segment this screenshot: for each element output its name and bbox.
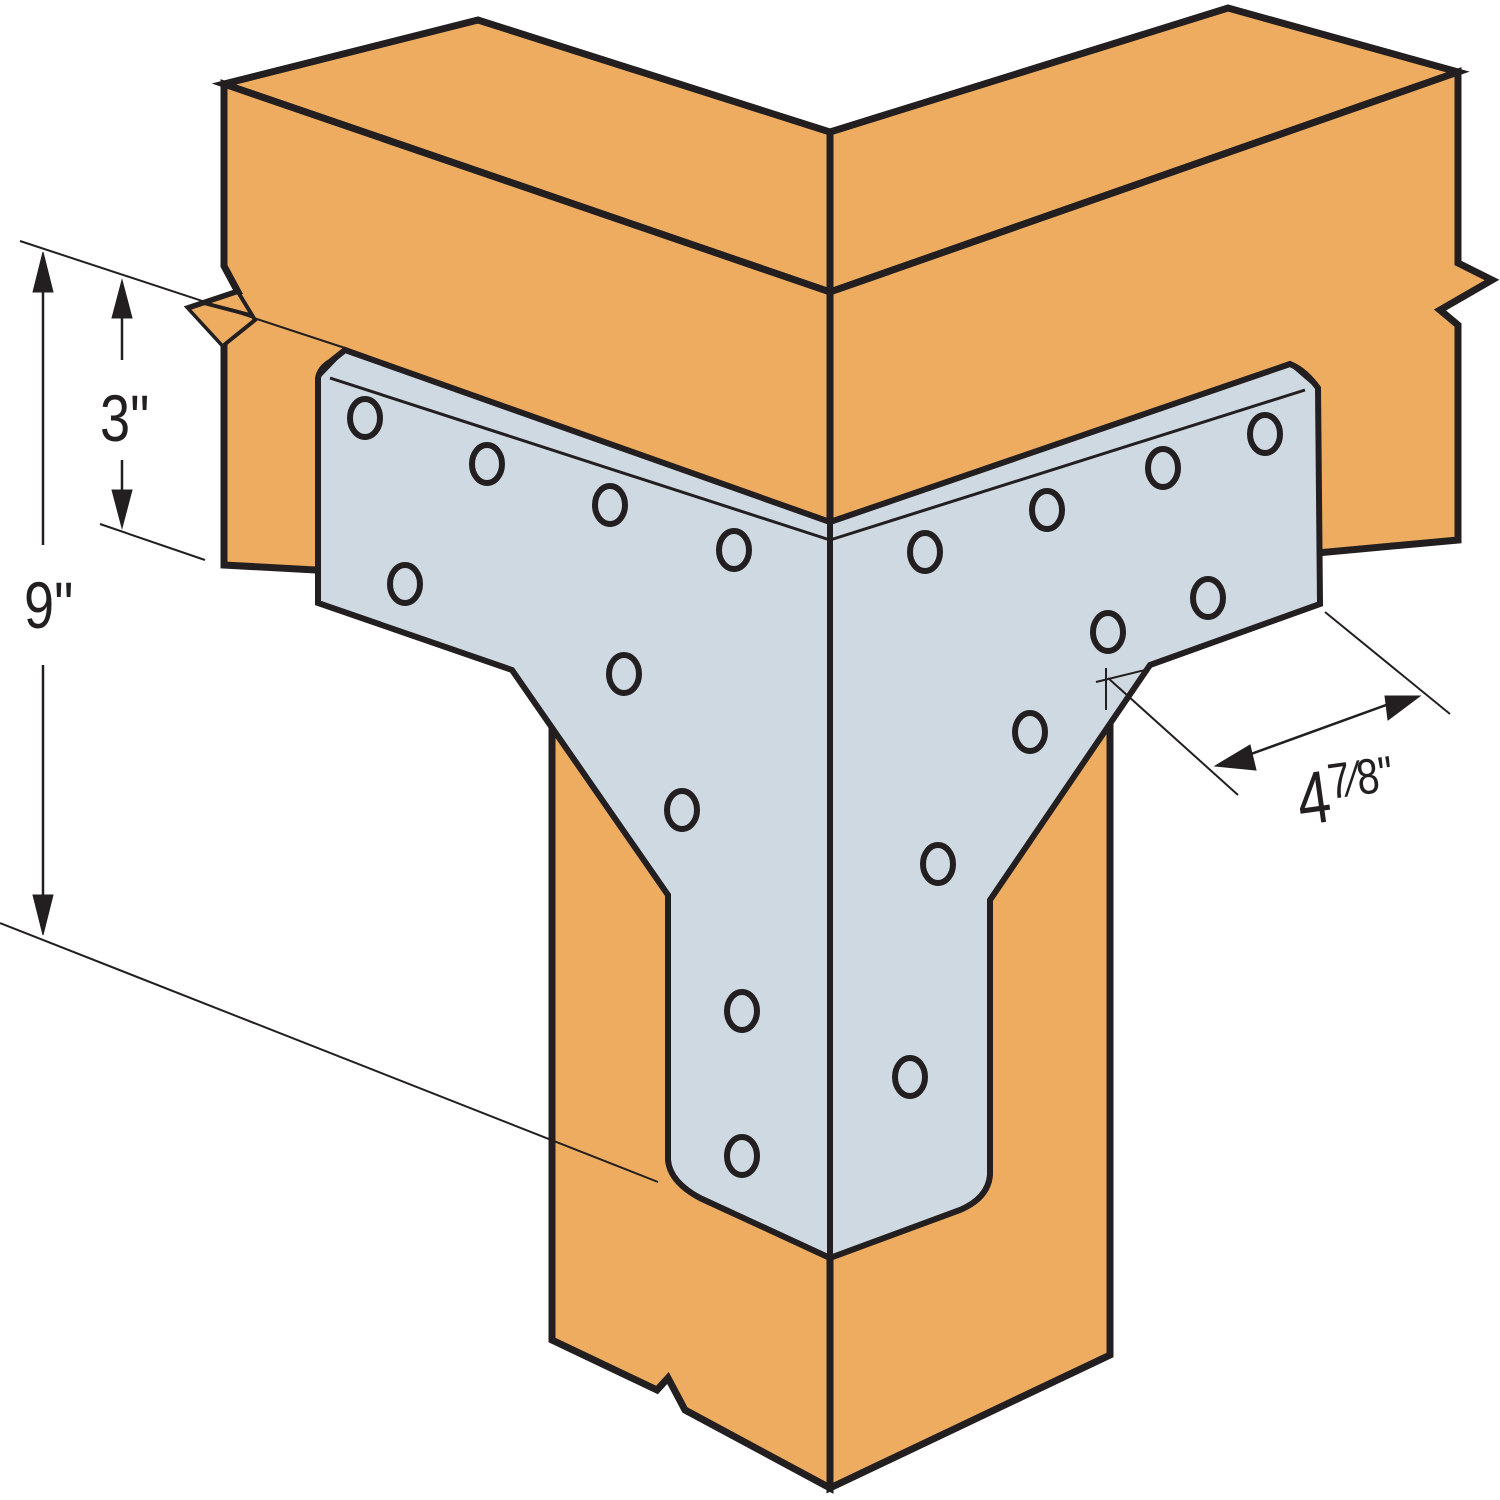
hole	[1029, 488, 1065, 532]
hole	[347, 396, 383, 440]
dimension-lines	[0, 240, 1451, 1183]
hole	[892, 1055, 928, 1099]
hole	[1190, 576, 1226, 620]
arrow-up-icon	[32, 251, 54, 293]
dim-value: 3	[100, 381, 131, 455]
fastener-holes	[347, 396, 1283, 1178]
dimension-label-3in: 3"	[100, 385, 149, 451]
dim-unit: "	[130, 381, 150, 455]
hole	[724, 989, 760, 1033]
dim-478-line	[1239, 698, 1401, 760]
hole	[724, 1134, 760, 1178]
arrow-right-icon	[1384, 695, 1422, 721]
arrow-down-icon	[32, 894, 54, 936]
dim-value: 9	[24, 568, 55, 642]
hole	[469, 442, 505, 486]
arrow-left-icon	[1213, 744, 1257, 771]
hole	[920, 842, 956, 886]
hole	[1145, 446, 1181, 490]
hole	[1012, 710, 1048, 754]
dimension-label-4-7-8in: 47⁄8"	[1292, 745, 1400, 841]
hole	[387, 562, 423, 606]
arrow-up-icon	[111, 278, 133, 319]
hole	[664, 788, 700, 832]
dim-unit: "	[54, 568, 74, 642]
hole	[1090, 610, 1126, 654]
dimension-label-9in: 9"	[24, 572, 73, 638]
arrow-down-icon	[111, 489, 133, 530]
hole	[606, 652, 642, 696]
hole	[592, 483, 628, 527]
hole	[1247, 412, 1283, 456]
plate-left-face-body	[315, 346, 833, 1263]
dim-fraction: 7⁄8	[1324, 747, 1383, 810]
hole	[907, 530, 943, 574]
hole	[716, 528, 752, 572]
